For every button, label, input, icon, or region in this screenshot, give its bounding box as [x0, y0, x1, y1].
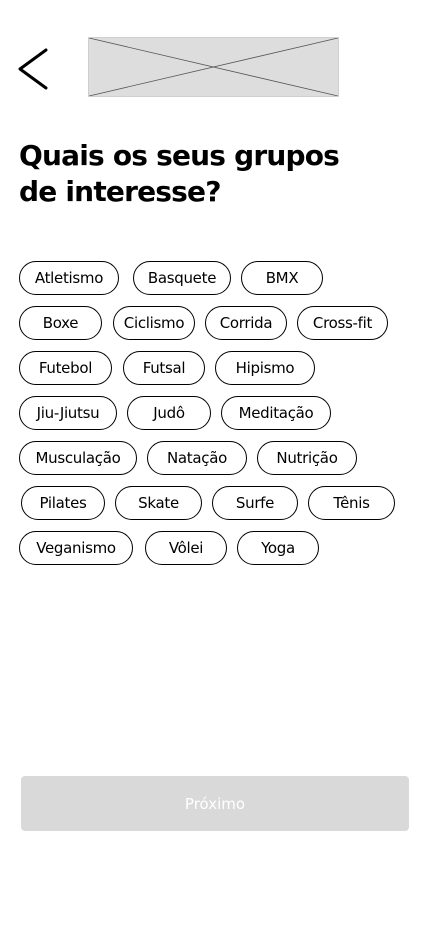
chip-corrida[interactable]: Corrida [205, 306, 287, 340]
chip-musculacao[interactable]: Musculação [19, 441, 137, 475]
chip-boxe[interactable]: Boxe [19, 306, 102, 340]
chip-tenis[interactable]: Tênis [308, 486, 395, 520]
chip-jiu-jiutsu[interactable]: Jiu-Jiutsu [19, 396, 117, 430]
chip-natacao[interactable]: Natação [147, 441, 247, 475]
chip-surfe[interactable]: Surfe [212, 486, 298, 520]
chip-futsal[interactable]: Futsal [123, 351, 205, 385]
chip-futebol[interactable]: Futebol [19, 351, 112, 385]
chip-nutricao[interactable]: Nutrição [257, 441, 357, 475]
chip-skate[interactable]: Skate [115, 486, 202, 520]
chip-hipismo[interactable]: Hipismo [215, 351, 315, 385]
chip-meditacao[interactable]: Meditação [221, 396, 331, 430]
chip-volei[interactable]: Vôlei [145, 531, 227, 565]
chevron-left-icon [18, 48, 48, 90]
next-button[interactable]: Próximo [21, 776, 409, 831]
chip-basquete[interactable]: Basquete [133, 261, 231, 295]
chip-yoga[interactable]: Yoga [237, 531, 319, 565]
chip-veganismo[interactable]: Veganismo [19, 531, 133, 565]
page-title: Quais os seus grupos de interesse? [19, 139, 340, 208]
chip-judo[interactable]: Judô [127, 396, 211, 430]
interest-chip-list: Atletismo Basquete BMX Boxe Ciclismo Cor… [19, 261, 395, 565]
logo-image-placeholder [88, 37, 339, 97]
chip-atletismo[interactable]: Atletismo [19, 261, 119, 295]
chip-ciclismo[interactable]: Ciclismo [113, 306, 195, 340]
chip-bmx[interactable]: BMX [241, 261, 323, 295]
back-button[interactable] [14, 46, 54, 92]
image-placeholder-icon [89, 38, 338, 96]
chip-cross-fit[interactable]: Cross-fit [297, 306, 388, 340]
chip-pilates[interactable]: Pilates [21, 486, 105, 520]
